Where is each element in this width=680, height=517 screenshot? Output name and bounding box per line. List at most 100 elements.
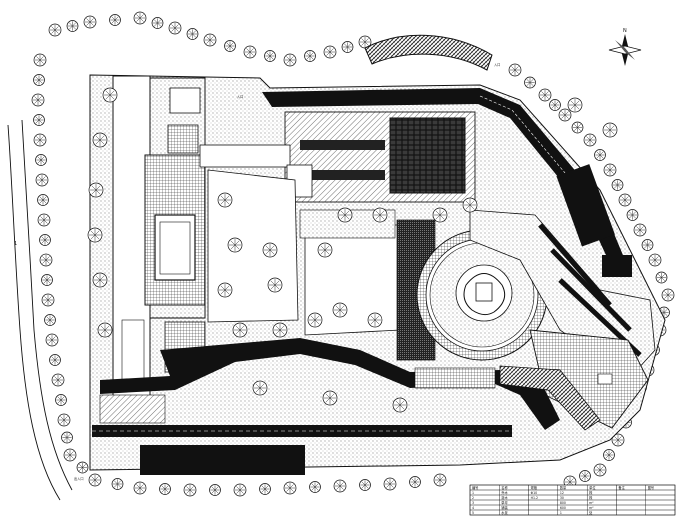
perimeter-tree-icon (63, 448, 77, 462)
table-cell-text: 备注 (618, 485, 625, 490)
perimeter-tree-icon (558, 108, 572, 122)
canopy-tree-icon (332, 302, 348, 318)
table-cell-text: 4 (472, 506, 474, 510)
table-cell-text: 株 (589, 490, 593, 495)
table-cell-text: 处 (589, 510, 593, 515)
table-cell-text: 灌木 (501, 495, 508, 500)
interior-trees (87, 87, 618, 413)
perimeter-tree-icon (243, 45, 257, 59)
perimeter-tree-icon (626, 209, 639, 221)
perimeter-tree-icon (579, 470, 591, 482)
perimeter-tree-icon (33, 53, 47, 67)
perimeter-tree-icon (159, 483, 171, 495)
promenade-stairs (499, 365, 601, 431)
table-cell-text: 铺装 (501, 505, 508, 510)
perimeter-tree-icon (641, 239, 654, 251)
perimeter-tree-icon (35, 173, 49, 187)
perimeter-tree-icon (183, 483, 197, 497)
table-cell-text: 图号 (648, 485, 654, 490)
table-cell-text: 600 (560, 506, 566, 510)
perimeter-tree-icon (333, 479, 347, 493)
perimeter-tree-icon (661, 288, 675, 302)
table-cell-text: 乔木 (501, 490, 508, 495)
perimeter-tree-icon (409, 476, 421, 488)
road-label-left: 1 (14, 241, 17, 247)
perimeter-tree-icon (611, 179, 624, 191)
table-cell-text: 30 (560, 496, 564, 500)
north-arrow-icon: N (608, 28, 642, 66)
perimeter-tree-icon (309, 481, 321, 493)
north-driveway (262, 88, 625, 268)
canopy-tree-icon (217, 282, 233, 298)
west-lawn (207, 169, 299, 323)
canopy-tree-icon (217, 192, 233, 208)
table-cell-text: 2 (472, 496, 474, 500)
south-road (92, 394, 512, 475)
west-road-edges (7, 119, 73, 501)
perimeter-tree-icon (433, 473, 447, 487)
canopy-tree-icon (92, 132, 108, 148)
perimeter-tree-icon (76, 461, 89, 474)
table-cell-text: 1 (560, 511, 562, 515)
perimeter-tree-icon (648, 253, 662, 267)
perimeter-tree-icon (168, 21, 182, 35)
canopy-tree-icon (317, 242, 333, 258)
perimeter-tree-icon (633, 223, 647, 237)
canopy-tree-icon (367, 312, 383, 328)
table-cell-text: 3 (472, 501, 474, 505)
canopy-tree-icon (392, 397, 408, 413)
canopy-tree-icon (252, 380, 268, 396)
perimeter-tree-icon (37, 213, 51, 227)
perimeter-tree-icon (33, 133, 47, 147)
perimeter-tree-icon (83, 15, 97, 29)
canopy-tree-icon (272, 322, 288, 338)
canopy-tree-icon (267, 277, 283, 293)
perimeter-tree-icon (48, 23, 62, 37)
perimeter-tree-icon (594, 149, 606, 161)
table-cell-text: 草坪 (501, 500, 508, 505)
north-arrow-label: N (623, 28, 627, 34)
table-cell-text: 12 (560, 491, 564, 495)
table-cell-text: 800 (560, 501, 566, 505)
perimeter-tree-icon (203, 33, 217, 47)
bottom-left-label: 出入口 (74, 476, 84, 481)
table-cell-text: 5 (472, 511, 474, 515)
perimeter-tree-icon (524, 76, 536, 89)
table-cell-text: m² (589, 506, 594, 510)
perimeter-tree-icon (283, 481, 297, 495)
perimeter-tree-icon (109, 14, 121, 26)
perimeter-tree-icon (618, 193, 632, 207)
table-cell-text: 水景 (501, 510, 507, 515)
perimeter-tree-icon (41, 274, 53, 286)
canopy-tree-icon (227, 237, 243, 253)
perimeter-tree-icon (209, 484, 221, 496)
perimeter-tree-icon (111, 478, 124, 490)
table-cell-text: 单位 (589, 485, 596, 490)
canopy-tree-icon (232, 322, 248, 338)
arc-canopy (364, 34, 493, 71)
perimeter-tree-icon (45, 333, 59, 347)
canopy-tree-icon (462, 197, 478, 213)
entrance-mark-top: 入口 (494, 63, 500, 67)
circular-plaza (416, 229, 548, 361)
perimeter-tree-icon (224, 40, 236, 52)
perimeter-tree-icon (37, 194, 49, 206)
perimeter-tree-icon (603, 449, 615, 461)
perimeter-tree-icon (133, 11, 147, 25)
canopy-tree-icon (322, 390, 338, 406)
perimeter-tree-icon (88, 473, 102, 487)
perimeter-tree-icon (55, 394, 67, 406)
perimeter-tree-icon (359, 479, 371, 491)
perimeter-tree-icon (186, 28, 199, 40)
table-cell-text: 株 (589, 495, 593, 500)
perimeter-tree-icon (571, 121, 584, 134)
perimeter-tree-icon (283, 53, 297, 67)
perimeter-tree-icon (323, 45, 337, 59)
perimeter-tree-icon (57, 413, 71, 427)
perimeter-tree-icon (44, 314, 56, 326)
canopy-tree-icon (102, 87, 118, 103)
table-cell-text: H1.2 (531, 496, 538, 500)
perimeter-tree-icon (341, 41, 354, 53)
perimeter-tree-ring (31, 11, 675, 497)
perimeter-tree-icon (593, 463, 607, 477)
